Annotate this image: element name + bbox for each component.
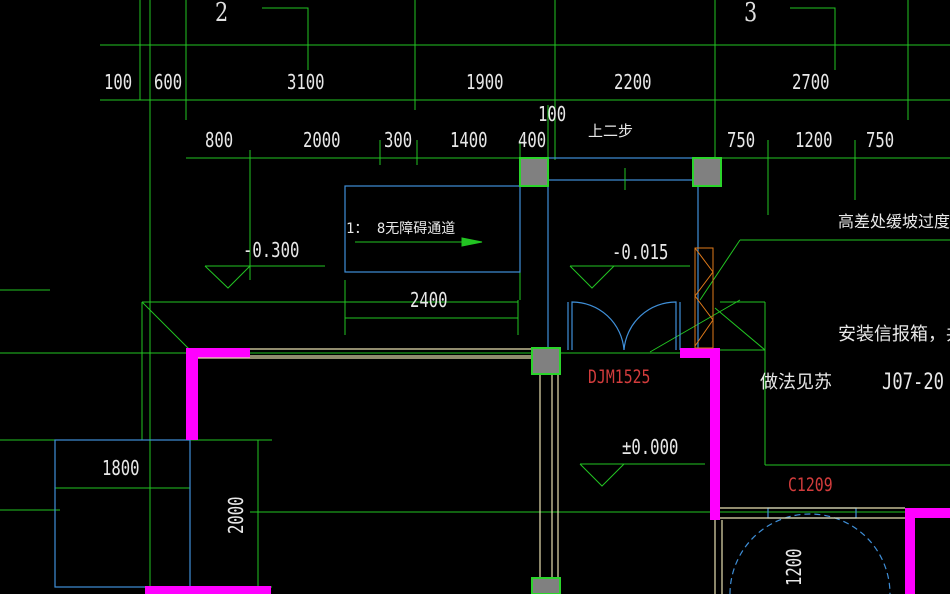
dim-top-0: 100 [104,70,133,94]
dim-second-2: 300 [384,128,413,152]
dim-top-1: 600 [154,70,183,94]
elevation-1: -0.300 [243,238,300,262]
dim-top-4: 2200 [614,70,652,94]
dim-2400: 2400 [410,288,448,312]
dim-second-0: 800 [205,128,234,152]
dim-2000-vertical: 2000 [224,496,248,534]
axis-2: 2 [215,0,229,28]
ramp-note: 1： 8无障碍通道 [346,221,456,237]
wall-lines [198,348,905,594]
dim-top-2: 3100 [287,70,325,94]
dim-second-5: 750 [727,128,756,152]
door-label: DJM1525 [588,366,651,388]
columns [519,157,722,594]
dim-100-mid: 100 [538,102,567,126]
walls [145,348,950,594]
dim-second-1: 2000 [303,128,341,152]
dim-second-3: 1400 [450,128,488,152]
step-note: 上二步 [588,122,634,140]
slope-note: 高差处缓坡过度 [838,212,950,231]
dim-second-6: 1200 [795,128,833,152]
elevation-3: ±0.000 [622,435,679,459]
elevation-2: -0.015 [612,240,669,264]
ref-note: J07-20 [882,370,944,395]
dim-second-7: 750 [866,128,895,152]
method-note: 做法见苏 [760,372,832,393]
slope-hatch [694,247,714,349]
dim-1800: 1800 [102,456,140,480]
dim-top-3: 1900 [466,70,504,94]
dim-second-4: 400 [518,128,547,152]
axis-3: 3 [744,0,758,28]
window-label: C1209 [788,474,833,496]
dim-top-5: 2700 [792,70,830,94]
info-box-note: 安装信报箱，共 [838,324,950,345]
dim-1200-vertical: 1200 [782,548,806,586]
ramp-arrow [355,168,626,247]
elevation-markers [204,265,705,487]
